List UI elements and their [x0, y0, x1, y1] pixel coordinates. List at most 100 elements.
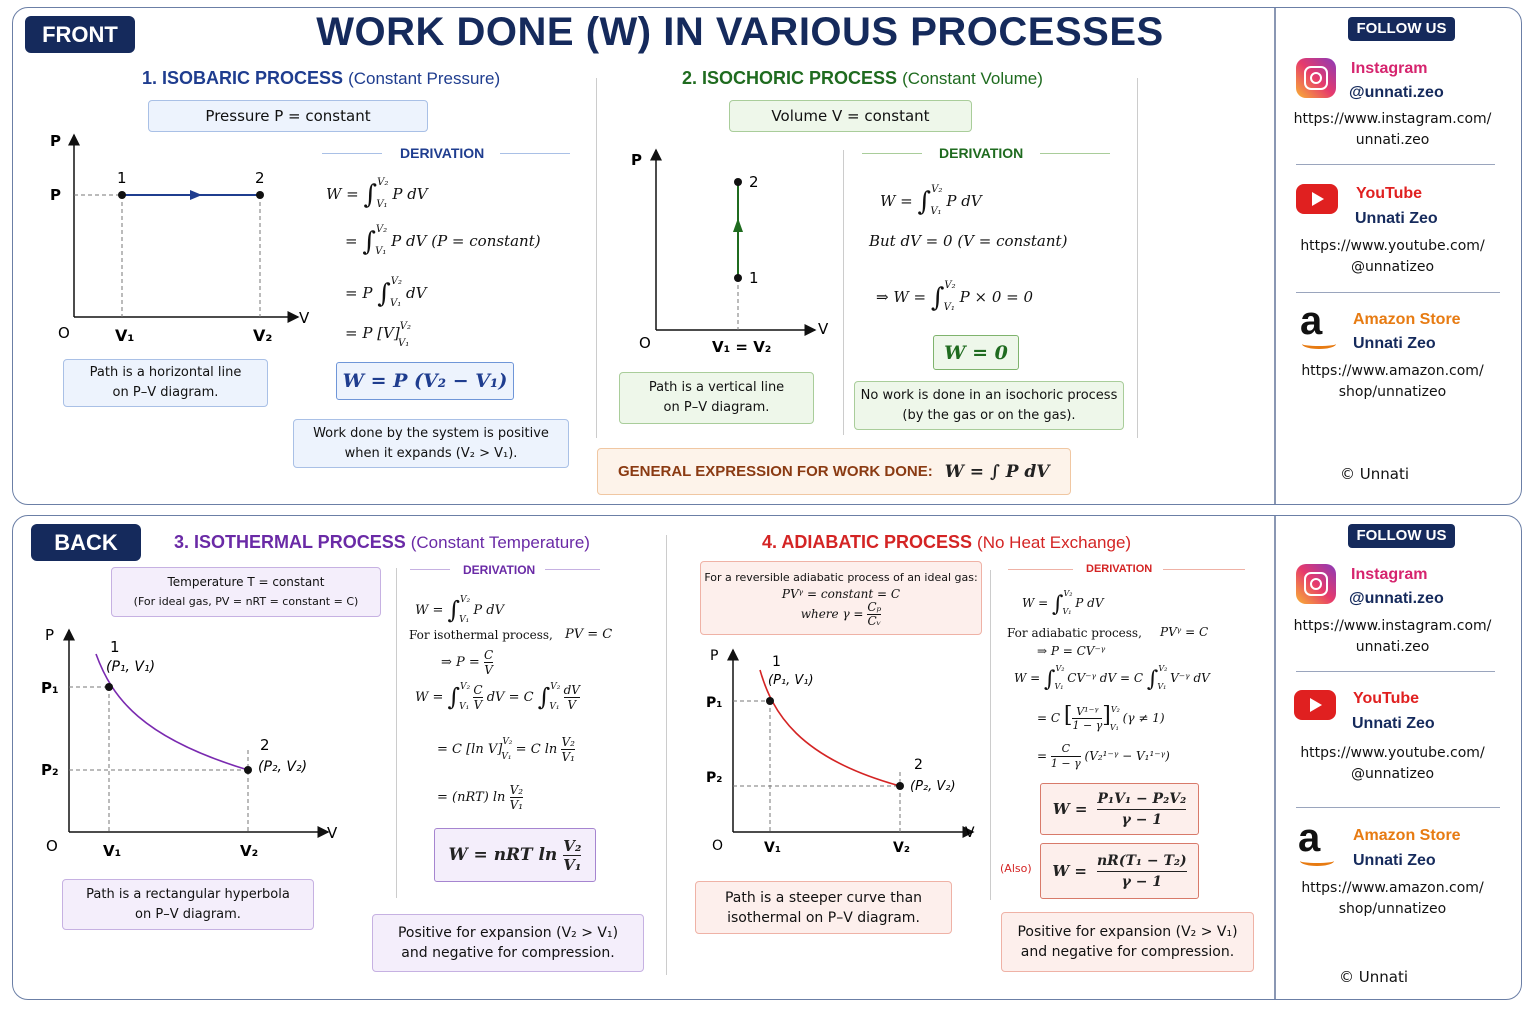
amazon-name[interactable]: Amazon Store — [1353, 311, 1461, 328]
youtube-icon[interactable] — [1294, 690, 1336, 720]
isochoric-derivation-heading: DERIVATION — [939, 145, 1024, 161]
isochoric-zero-note: No work is done in an isochoric process(… — [854, 381, 1124, 430]
p1-tick: P₁ — [41, 679, 59, 697]
instagram-handle[interactable]: @unnati.zeo — [1349, 84, 1444, 101]
amazon-name[interactable]: Amazon Store — [1353, 827, 1461, 844]
isothermal-sign-note: Positive for expansion (V₂ > V₁)and nega… — [372, 914, 644, 972]
isobaric-graph: P V O P V₁ V₂ 1 2 — [50, 132, 310, 345]
y-axis-label: P — [631, 151, 642, 169]
amazon-url[interactable]: https://www.amazon.com/shop/unnatizeo — [1301, 363, 1484, 400]
youtube-icon[interactable] — [1296, 184, 1338, 214]
isothermal-step-2: For isothermal process, — [409, 628, 553, 642]
instagram-name[interactable]: Instagram — [1351, 566, 1428, 583]
back-sidebar-divider — [1274, 516, 1276, 999]
youtube-url[interactable]: https://www.youtube.com/@unnatizeo — [1300, 745, 1485, 782]
isochoric-graph: P V O V₁ = V₂ 2 1 — [631, 148, 829, 356]
adiabatic-graph: P V O P₁ P₂ V₁ V₂ 1 (P₁, V₁) 2 (P₂, V₂) — [706, 648, 975, 856]
instagram-handle[interactable]: @unnati.zeo — [1349, 590, 1444, 607]
isochoric-result: W = 0 — [933, 335, 1019, 370]
adiabatic-step-3: ⇒ P = CV⁻ᵞ — [1037, 644, 1106, 658]
x-axis-label: V — [818, 320, 829, 338]
isothermal-graph: P V O P₁ P₂ V₁ V₂ 1 (P₁, V₁) 2 (P₂, V₂) — [41, 626, 338, 860]
instagram-name[interactable]: Instagram — [1351, 60, 1428, 77]
x-axis-label: V — [299, 309, 310, 327]
origin-label: O — [58, 324, 70, 342]
v2-tick: V₂ — [240, 842, 258, 860]
point-1-label: 1 — [772, 654, 781, 670]
amazon-handle[interactable]: Unnati Zeo — [1353, 335, 1436, 352]
isothermal-step-2b: PV = C — [565, 627, 613, 642]
point-1-label: 1 — [117, 169, 127, 187]
instagram-url[interactable]: https://www.instagram.com/unnati.zeo — [1293, 111, 1492, 148]
youtube-name[interactable]: YouTube — [1356, 185, 1423, 202]
origin-label: O — [639, 334, 651, 352]
p2-tick: P₂ — [41, 761, 59, 779]
instagram-icon[interactable] — [1296, 564, 1336, 604]
copyright: © Unnati — [1339, 968, 1409, 986]
y-axis-label: P — [50, 132, 61, 150]
x-axis-label: V — [327, 824, 338, 842]
isobaric-step-3: = P ∫V₂V₁ dV — [345, 276, 427, 309]
front-sidebar-divider — [1274, 8, 1276, 504]
isobaric-step-2: = ∫V₂V₁ P dV (P = constant) — [345, 224, 541, 257]
page-title: WORK DONE (W) IN VARIOUS PROCESSES — [316, 10, 1164, 54]
front-tag: FRONT — [25, 16, 135, 53]
point-2-coords: (P₂, V₂) — [910, 779, 956, 794]
adiabatic-result-2: W = nR(T₁ − T₂)γ − 1 — [1040, 843, 1199, 899]
isobaric-condition: Pressure P = constant — [148, 100, 428, 132]
adiabatic-step-4: W = ∫V₂V₁ CV⁻ᵞ dV = C ∫V₂V₁ V⁻ᵞ dV — [1014, 664, 1210, 692]
adiabatic-step-2b: PVᵞ = C — [1160, 625, 1209, 639]
isochoric-step-2: But dV = 0 (V = constant) — [869, 232, 1068, 250]
v1-tick: V₁ — [115, 326, 134, 345]
follow-us-heading: FOLLOW US — [1348, 524, 1455, 548]
youtube-url[interactable]: https://www.youtube.com/@unnatizeo — [1300, 238, 1485, 275]
v-tick: V₁ = V₂ — [712, 338, 771, 356]
origin-label: O — [712, 838, 723, 854]
instagram-url[interactable]: https://www.instagram.com/unnati.zeo — [1293, 618, 1492, 655]
amazon-url[interactable]: https://www.amazon.com/shop/unnatizeo — [1301, 880, 1484, 917]
adiabatic-step-1: W = ∫V₂V₁ P dV — [1022, 589, 1104, 617]
back-tag: BACK — [31, 524, 141, 561]
adiabatic-title: 4. ADIABATIC PROCESS (No Heat Exchange) — [762, 532, 1132, 552]
isobaric-title: 1. ISOBARIC PROCESS (Constant Pressure) — [142, 68, 501, 88]
isothermal-derivation-heading: DERIVATION — [463, 563, 536, 577]
isobaric-step-1: W = ∫V₂V₁ P dV — [326, 177, 428, 210]
point-1-label: 1 — [749, 269, 759, 287]
v1-tick: V₁ — [103, 842, 121, 860]
amazon-handle[interactable]: Unnati Zeo — [1353, 852, 1436, 869]
point-2-label: 2 — [749, 173, 759, 191]
instagram-icon[interactable] — [1296, 58, 1336, 98]
adiabatic-derivation-heading: DERIVATION — [1086, 563, 1153, 575]
copyright: © Unnati — [1340, 465, 1410, 483]
amazon-icon[interactable]: a — [1300, 301, 1340, 349]
amazon-icon[interactable]: a — [1298, 818, 1338, 866]
point-1-coords: (P₁, V₁) — [768, 673, 814, 688]
v2-tick: V₂ — [893, 840, 910, 856]
isochoric-step-1: W = ∫V₂V₁ P dV — [880, 184, 982, 217]
adiabatic-condition: For a reversible adiabatic process of an… — [700, 561, 982, 635]
v1-tick: V₁ — [764, 840, 781, 856]
point-2-coords: (P₂, V₂) — [258, 759, 307, 775]
youtube-name[interactable]: YouTube — [1353, 690, 1420, 707]
isothermal-title: 3. ISOTHERMAL PROCESS (Constant Temperat… — [174, 532, 590, 552]
point-2-label: 2 — [260, 736, 270, 754]
adiabatic-step-2: For adiabatic process, — [1007, 626, 1142, 640]
youtube-handle[interactable]: Unnati Zeo — [1355, 210, 1438, 227]
isochoric-title: 2. ISOCHORIC PROCESS (Constant Volume) — [682, 68, 1043, 88]
isothermal-step-1: W = ∫V₂V₁ P dV — [415, 595, 504, 625]
isobaric-derivation-heading: DERIVATION — [400, 145, 485, 161]
adiabatic-also-label: (Also) — [1000, 862, 1032, 875]
youtube-handle[interactable]: Unnati Zeo — [1352, 715, 1435, 732]
isothermal-condition: Temperature T = constant(For ideal gas, … — [111, 567, 381, 617]
